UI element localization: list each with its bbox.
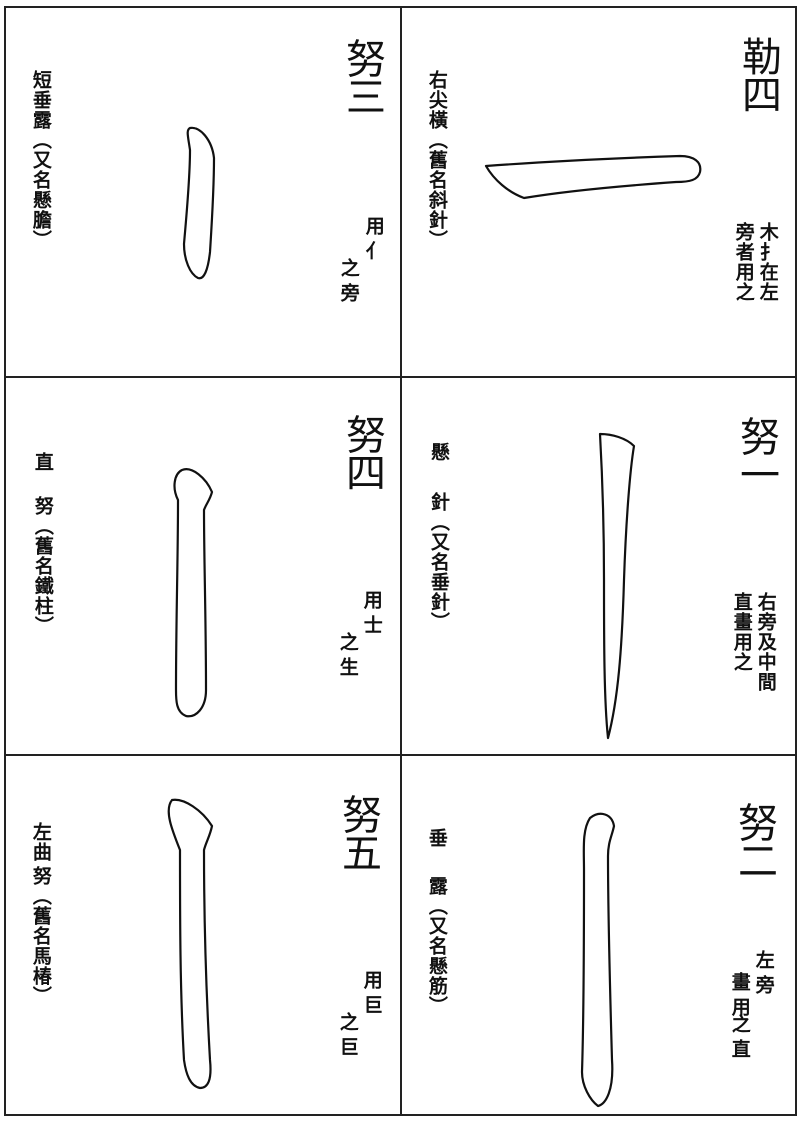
usage-note-line-1: 木扌在左 — [756, 222, 779, 302]
stroke-name-label: 短垂露（又名懸膽） — [29, 70, 52, 250]
right-pointed-horizontal-stroke-drawing — [484, 154, 702, 200]
row-divider-2 — [4, 754, 797, 756]
usage-note-line-2: 畫用 — [728, 972, 751, 1022]
usage-note-line-1: 右旁及中間 — [754, 592, 777, 692]
stroke-name-label: 針（又名垂針） — [427, 492, 450, 632]
dewdrop-vertical-stroke-drawing — [580, 812, 616, 1108]
stroke-name-label: 右尖橫（舊名斜針） — [425, 70, 448, 250]
usage-note-line-2: 之旁 — [337, 258, 360, 308]
center-divider — [400, 6, 402, 1116]
stroke-name-label-top: 垂 — [425, 828, 448, 848]
usage-note-line-1: 用亻 — [362, 216, 385, 266]
usage-note-line-1: 用士 — [360, 590, 383, 640]
row-divider-1 — [4, 376, 797, 378]
usage-note-line-2: 直畫用之 — [730, 592, 753, 672]
left-curved-vertical-stroke-drawing — [167, 798, 214, 1090]
straight-vertical-stroke-drawing — [173, 468, 214, 718]
stroke-name-label: 努（舊名馬椿） — [29, 866, 52, 1006]
stroke-title: 努五 — [335, 794, 381, 870]
usage-note-line-2: 旁者用之 — [732, 222, 755, 302]
stroke-title: 努三 — [339, 38, 385, 114]
stroke-title: 努二 — [731, 802, 777, 878]
short-dewdrop-stroke-drawing — [182, 126, 216, 280]
stroke-name-label-top: 左曲 — [29, 822, 52, 862]
usage-note-line-3: 之直 — [728, 1014, 751, 1064]
usage-note-line-2: 之生 — [336, 632, 359, 682]
stroke-name-label: 努（舊名鐵柱） — [31, 496, 54, 636]
stroke-title: 勒四 — [735, 36, 781, 112]
usage-note-line-1: 用巨 — [360, 970, 383, 1020]
usage-note-line-2: 之巨 — [336, 1012, 359, 1062]
stroke-name-label-top: 懸 — [427, 442, 450, 462]
stroke-name-label-top: 直 — [31, 452, 54, 472]
usage-note-line-1: 左旁 — [752, 950, 775, 1000]
stroke-title: 努一 — [733, 416, 779, 492]
stroke-title: 努四 — [339, 414, 385, 490]
stroke-name-label: 露（又名懸筋） — [425, 876, 448, 1016]
suspended-needle-stroke-drawing — [598, 432, 636, 740]
